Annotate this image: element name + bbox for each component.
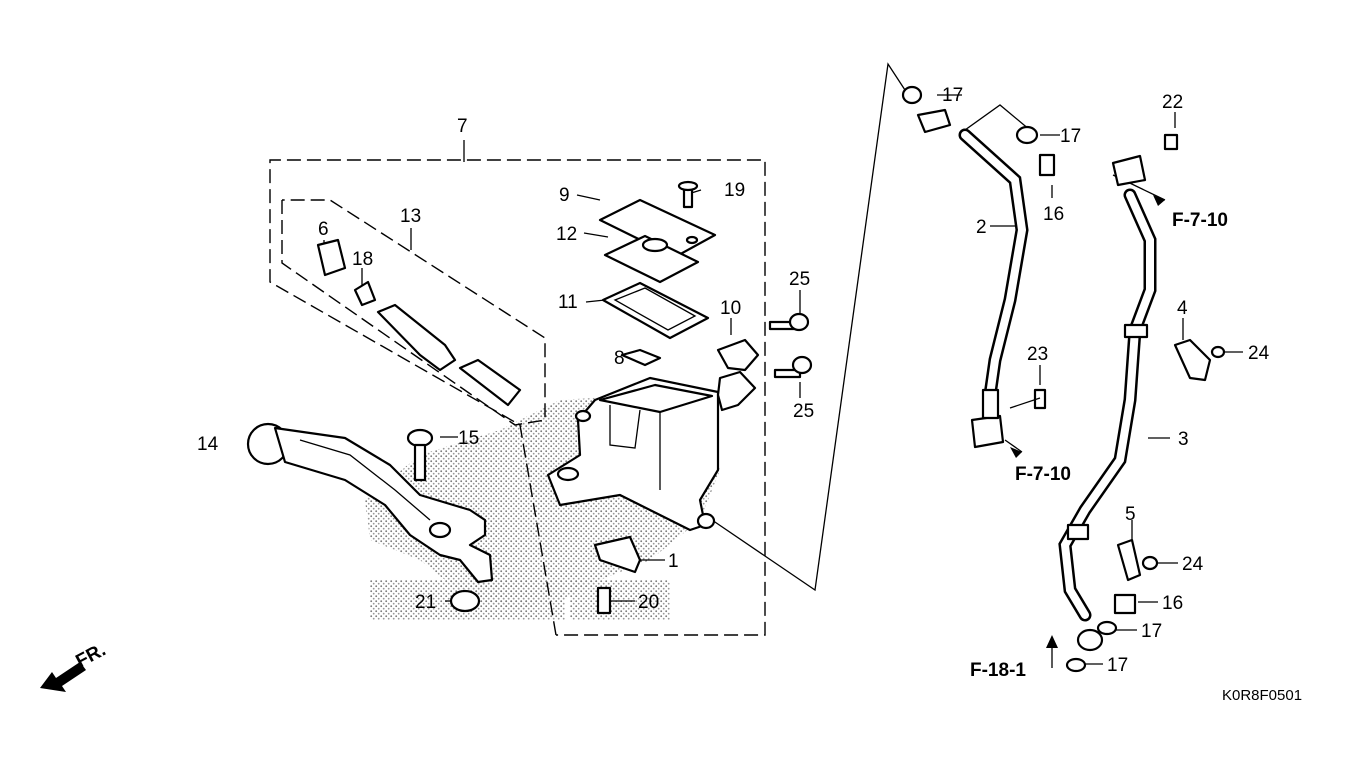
callout-11: 11: [558, 292, 578, 313]
callout-16-lower: 16: [1162, 593, 1183, 614]
reservoir-parts: [598, 180, 717, 340]
callout-6: 6: [318, 219, 329, 240]
callout-12: 12: [556, 224, 577, 245]
callout-25-upper: 25: [789, 269, 810, 290]
callout-17-bottom: 17: [1107, 655, 1128, 676]
callout-23: 23: [1027, 344, 1048, 365]
callout-9: 9: [559, 185, 570, 206]
callout-3: 3: [1178, 429, 1189, 450]
brake-hose-upper: [901, 85, 1029, 449]
mounting-bolts: [768, 312, 813, 379]
handlebar-holder: [716, 338, 760, 412]
reference-f-7-10-right: F-7-10: [1172, 210, 1228, 231]
lever-pivot-bolt: [406, 428, 434, 482]
callout-18: 18: [352, 249, 373, 270]
callout-10: 10: [720, 298, 741, 319]
callout-13: 13: [400, 206, 421, 227]
piston-set: [316, 238, 522, 407]
assembly-outline: [269, 159, 766, 636]
callout-numbers: 1 2 3 4 5 6 7 8 9 10 11 12 13 14 15 16 1…: [197, 85, 1270, 676]
callout-19: 19: [724, 180, 745, 201]
callout-17-top: 17: [942, 85, 963, 106]
front-direction-arrow: FR.: [40, 640, 109, 692]
callout-17-upper: 17: [1060, 126, 1081, 147]
callout-14: 14: [197, 434, 219, 455]
figure-references: F-7-10 F-7-10 F-18-1: [970, 210, 1228, 681]
callout-25-lower: 25: [793, 401, 814, 422]
diagram-code: K0R8F0501: [1222, 687, 1302, 704]
callout-24-upper: 24: [1248, 343, 1270, 364]
callout-8: 8: [614, 348, 625, 369]
callout-22: 22: [1162, 92, 1183, 113]
reference-arrows: [1010, 195, 1165, 648]
callout-2: 2: [976, 217, 987, 238]
callout-16-upper: 16: [1043, 204, 1064, 225]
callout-20: 20: [638, 592, 659, 613]
callout-21: 21: [415, 592, 436, 613]
callout-4: 4: [1177, 298, 1188, 319]
callout-7: 7: [457, 116, 468, 137]
stop-switch: [449, 535, 642, 615]
callout-24-lower: 24: [1182, 554, 1204, 575]
hose-fittings: [1009, 125, 1226, 673]
callout-17-lower: 17: [1141, 621, 1162, 642]
callout-1: 1: [668, 551, 679, 572]
reference-f-18-1: F-18-1: [970, 660, 1026, 681]
reference-f-7-10-left: F-7-10: [1015, 464, 1071, 485]
brake-hose-lower: [1058, 154, 1157, 652]
callout-15: 15: [458, 428, 479, 449]
brake-lever: [246, 422, 494, 584]
diaphragm-plate: [620, 348, 662, 367]
callout-5: 5: [1125, 504, 1136, 525]
